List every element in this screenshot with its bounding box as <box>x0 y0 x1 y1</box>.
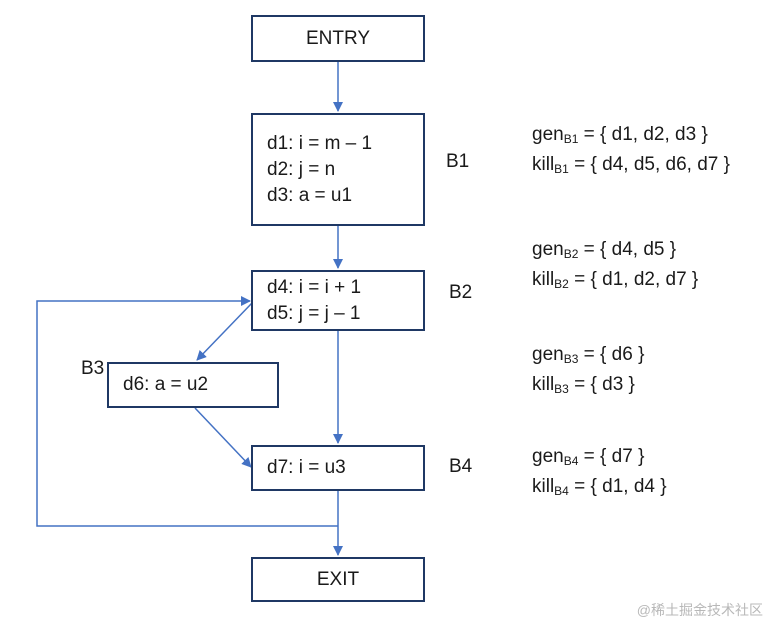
block-b3: d6: a = u2 <box>107 362 279 408</box>
gen-b4: genB4 = { d7 } <box>532 446 645 468</box>
label-b3: B3 <box>81 358 105 379</box>
sets-b4: genB4 = { d7 } killB4 = { d1, d4 } <box>532 444 667 504</box>
edge-loop-back-to-b2 <box>36 296 338 527</box>
b2-stmt-d5: d5: j = j – 1 <box>267 302 361 324</box>
watermark: @稀土掘金技术社区 <box>636 602 763 618</box>
b2-stmt-d4: d4: i = i + 1 <box>267 276 362 298</box>
label-b4: B4 <box>449 456 473 477</box>
entry-node: ENTRY <box>251 15 425 62</box>
sets-b3: genB3 = { d6 } killB3 = { d3 } <box>532 342 644 402</box>
label-b2: B2 <box>449 282 473 303</box>
label-b1: B1 <box>446 151 470 172</box>
gen-b1: genB1 = { d1, d2, d3 } <box>532 124 708 146</box>
kill-b4: killB4 = { d1, d4 } <box>532 476 667 498</box>
b1-stmt-d1: d1: i = m – 1 <box>267 132 373 154</box>
edge-b2-b3 <box>196 302 253 361</box>
sets-b1: genB1 = { d1, d2, d3 } killB1 = { d4, d5… <box>532 122 730 182</box>
exit-label: EXIT <box>316 568 360 590</box>
gen-b3: genB3 = { d6 } <box>532 344 645 366</box>
entry-label: ENTRY <box>305 27 371 49</box>
block-b1: d1: i = m – 1 d2: j = n d3: a = u1 <box>251 113 425 226</box>
b4-stmt-d7: d7: i = u3 <box>267 457 346 478</box>
b3-stmt-d6: d6: a = u2 <box>123 374 209 395</box>
b1-stmt-d3: d3: a = u1 <box>267 184 353 206</box>
gen-b2: genB2 = { d4, d5 } <box>532 239 677 261</box>
b1-stmt-d2: d2: j = n <box>267 158 336 180</box>
kill-b1: killB1 = { d4, d5, d6, d7 } <box>532 154 730 176</box>
exit-node: EXIT <box>251 557 425 602</box>
edge-b3-b4 <box>194 407 252 468</box>
block-b2: d4: i = i + 1 d5: j = j – 1 <box>251 270 425 331</box>
kill-b2: killB2 = { d1, d2, d7 } <box>532 269 699 291</box>
sets-b2: genB2 = { d4, d5 } killB2 = { d1, d2, d7… <box>532 237 698 297</box>
block-b4: d7: i = u3 <box>251 445 425 491</box>
kill-b3: killB3 = { d3 } <box>532 374 635 396</box>
